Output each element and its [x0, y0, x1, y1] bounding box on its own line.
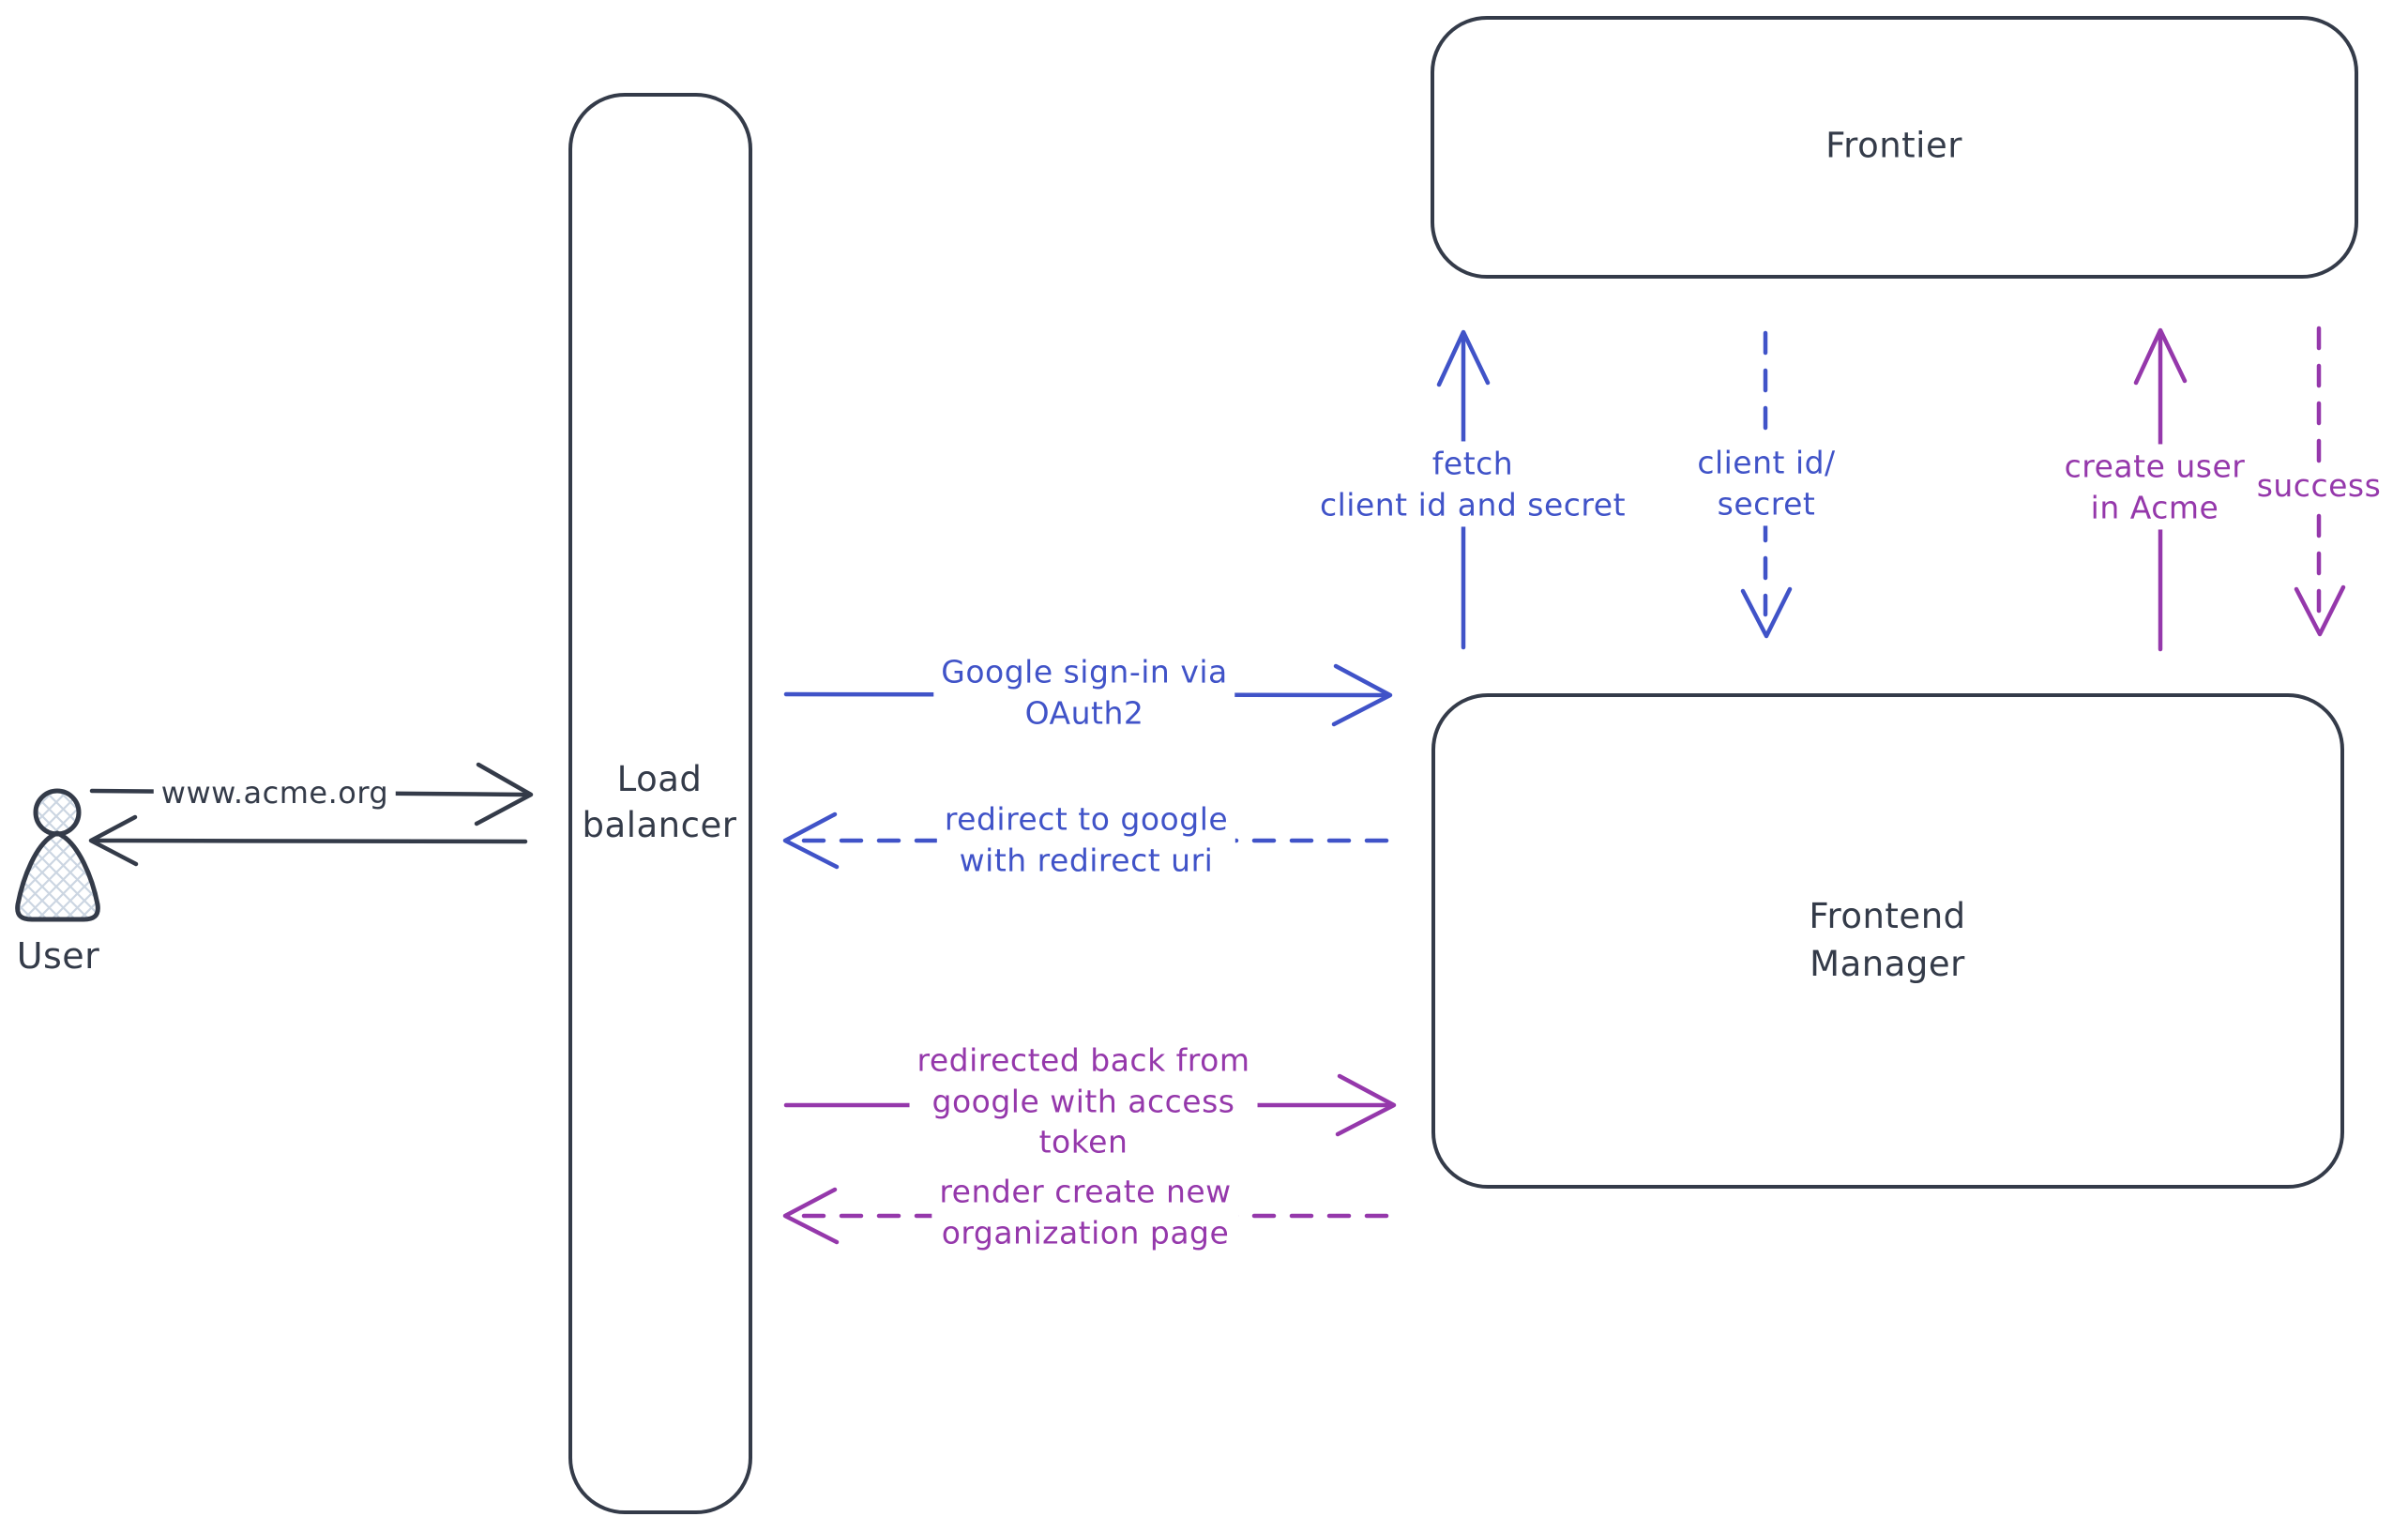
arrow-return-credentials: [1740, 330, 1793, 639]
edge-label-fetch-credentials: fetch client id and secret: [1311, 441, 1634, 527]
arrow-return-to-user: [88, 814, 528, 867]
frontend-manager-box: [1431, 693, 2344, 1189]
frontend-manager-label: Frontend Manager: [1809, 895, 1966, 984]
edge-label-www-acme: www.acme.org: [153, 770, 397, 815]
edge-label-redirected-back: redirected back from google with access …: [909, 1038, 1258, 1165]
frontier-box: [1431, 16, 2358, 279]
edge-label-success: success: [2249, 463, 2389, 508]
arrow-render-page: [782, 1187, 1389, 1245]
edge-label-redirect-to-google: redirect to google with redirect uri: [936, 796, 1236, 883]
arrow-redirect-to-google: [782, 812, 1389, 870]
frontier-label: Frontier: [1825, 125, 1962, 166]
edge-label-client-id-secret: client id/ secret: [1689, 440, 1843, 526]
user-label: User: [16, 934, 100, 977]
edge-label-create-user: create user in Acme: [2056, 444, 2253, 530]
edge-label-render-page: render create new organization page: [931, 1169, 1239, 1255]
load-balancer-label: Load balancer: [582, 759, 737, 845]
arrow-success: [2294, 326, 2346, 637]
load-balancer-box: [568, 93, 752, 1514]
edge-label-google-signin: Google sign-in via OAuth2: [933, 649, 1235, 736]
user-person-icon: [15, 788, 100, 922]
